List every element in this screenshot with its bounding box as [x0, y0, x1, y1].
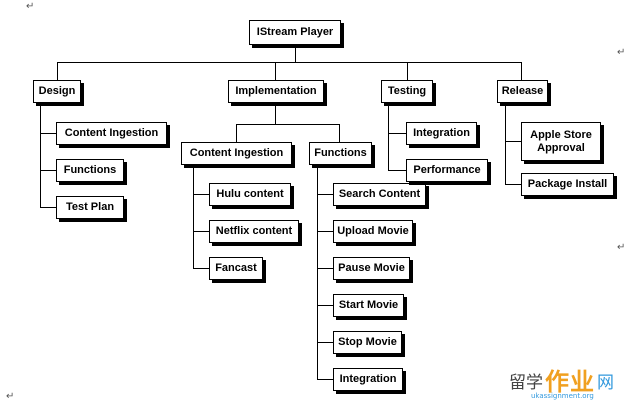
node-apple-store-approval: Apple Store Approval — [521, 122, 601, 161]
node-implementation: Implementation — [228, 80, 324, 103]
node-netflix-content: Netflix content — [209, 220, 299, 243]
watermark-url: ukassignment.org — [531, 392, 594, 400]
watermark-logo: 留 学 作 业 网 ukassignment.org — [509, 366, 631, 402]
node-design-content-ingestion: Content Ingestion — [56, 122, 167, 145]
watermark-char: 业 — [570, 368, 594, 396]
node-testing-performance: Performance — [406, 159, 488, 182]
node-impl-functions: Functions — [309, 142, 372, 165]
node-design: Design — [33, 80, 81, 103]
node-testing: Testing — [381, 80, 433, 103]
node-stop-movie: Stop Movie — [333, 331, 402, 354]
node-testing-integration: Integration — [406, 122, 477, 145]
paragraph-mark: ↵ — [26, 1, 35, 12]
node-fancast: Fancast — [209, 257, 263, 280]
watermark-char: 留 — [509, 373, 526, 393]
node-design-functions: Functions — [56, 159, 124, 182]
node-hulu-content: Hulu content — [209, 183, 291, 206]
node-start-movie: Start Movie — [333, 294, 404, 317]
node-impl-integration: Integration — [333, 368, 403, 391]
watermark-char: 网 — [597, 373, 614, 393]
node-package-install: Package Install — [521, 173, 614, 196]
watermark-char: 作 — [545, 368, 569, 396]
node-upload-movie: Upload Movie — [333, 220, 413, 243]
node-pause-movie: Pause Movie — [333, 257, 410, 280]
node-release: Release — [497, 80, 548, 103]
paragraph-mark: ↵ — [617, 47, 626, 58]
watermark-char: 学 — [526, 373, 543, 393]
node-root: IStream Player — [249, 20, 341, 45]
node-design-test-plan: Test Plan — [56, 196, 124, 219]
node-impl-content-ingestion: Content Ingestion — [181, 142, 292, 165]
paragraph-mark: ↵ — [617, 242, 626, 253]
paragraph-mark: ↵ — [6, 391, 15, 402]
node-search-content: Search Content — [333, 183, 426, 206]
